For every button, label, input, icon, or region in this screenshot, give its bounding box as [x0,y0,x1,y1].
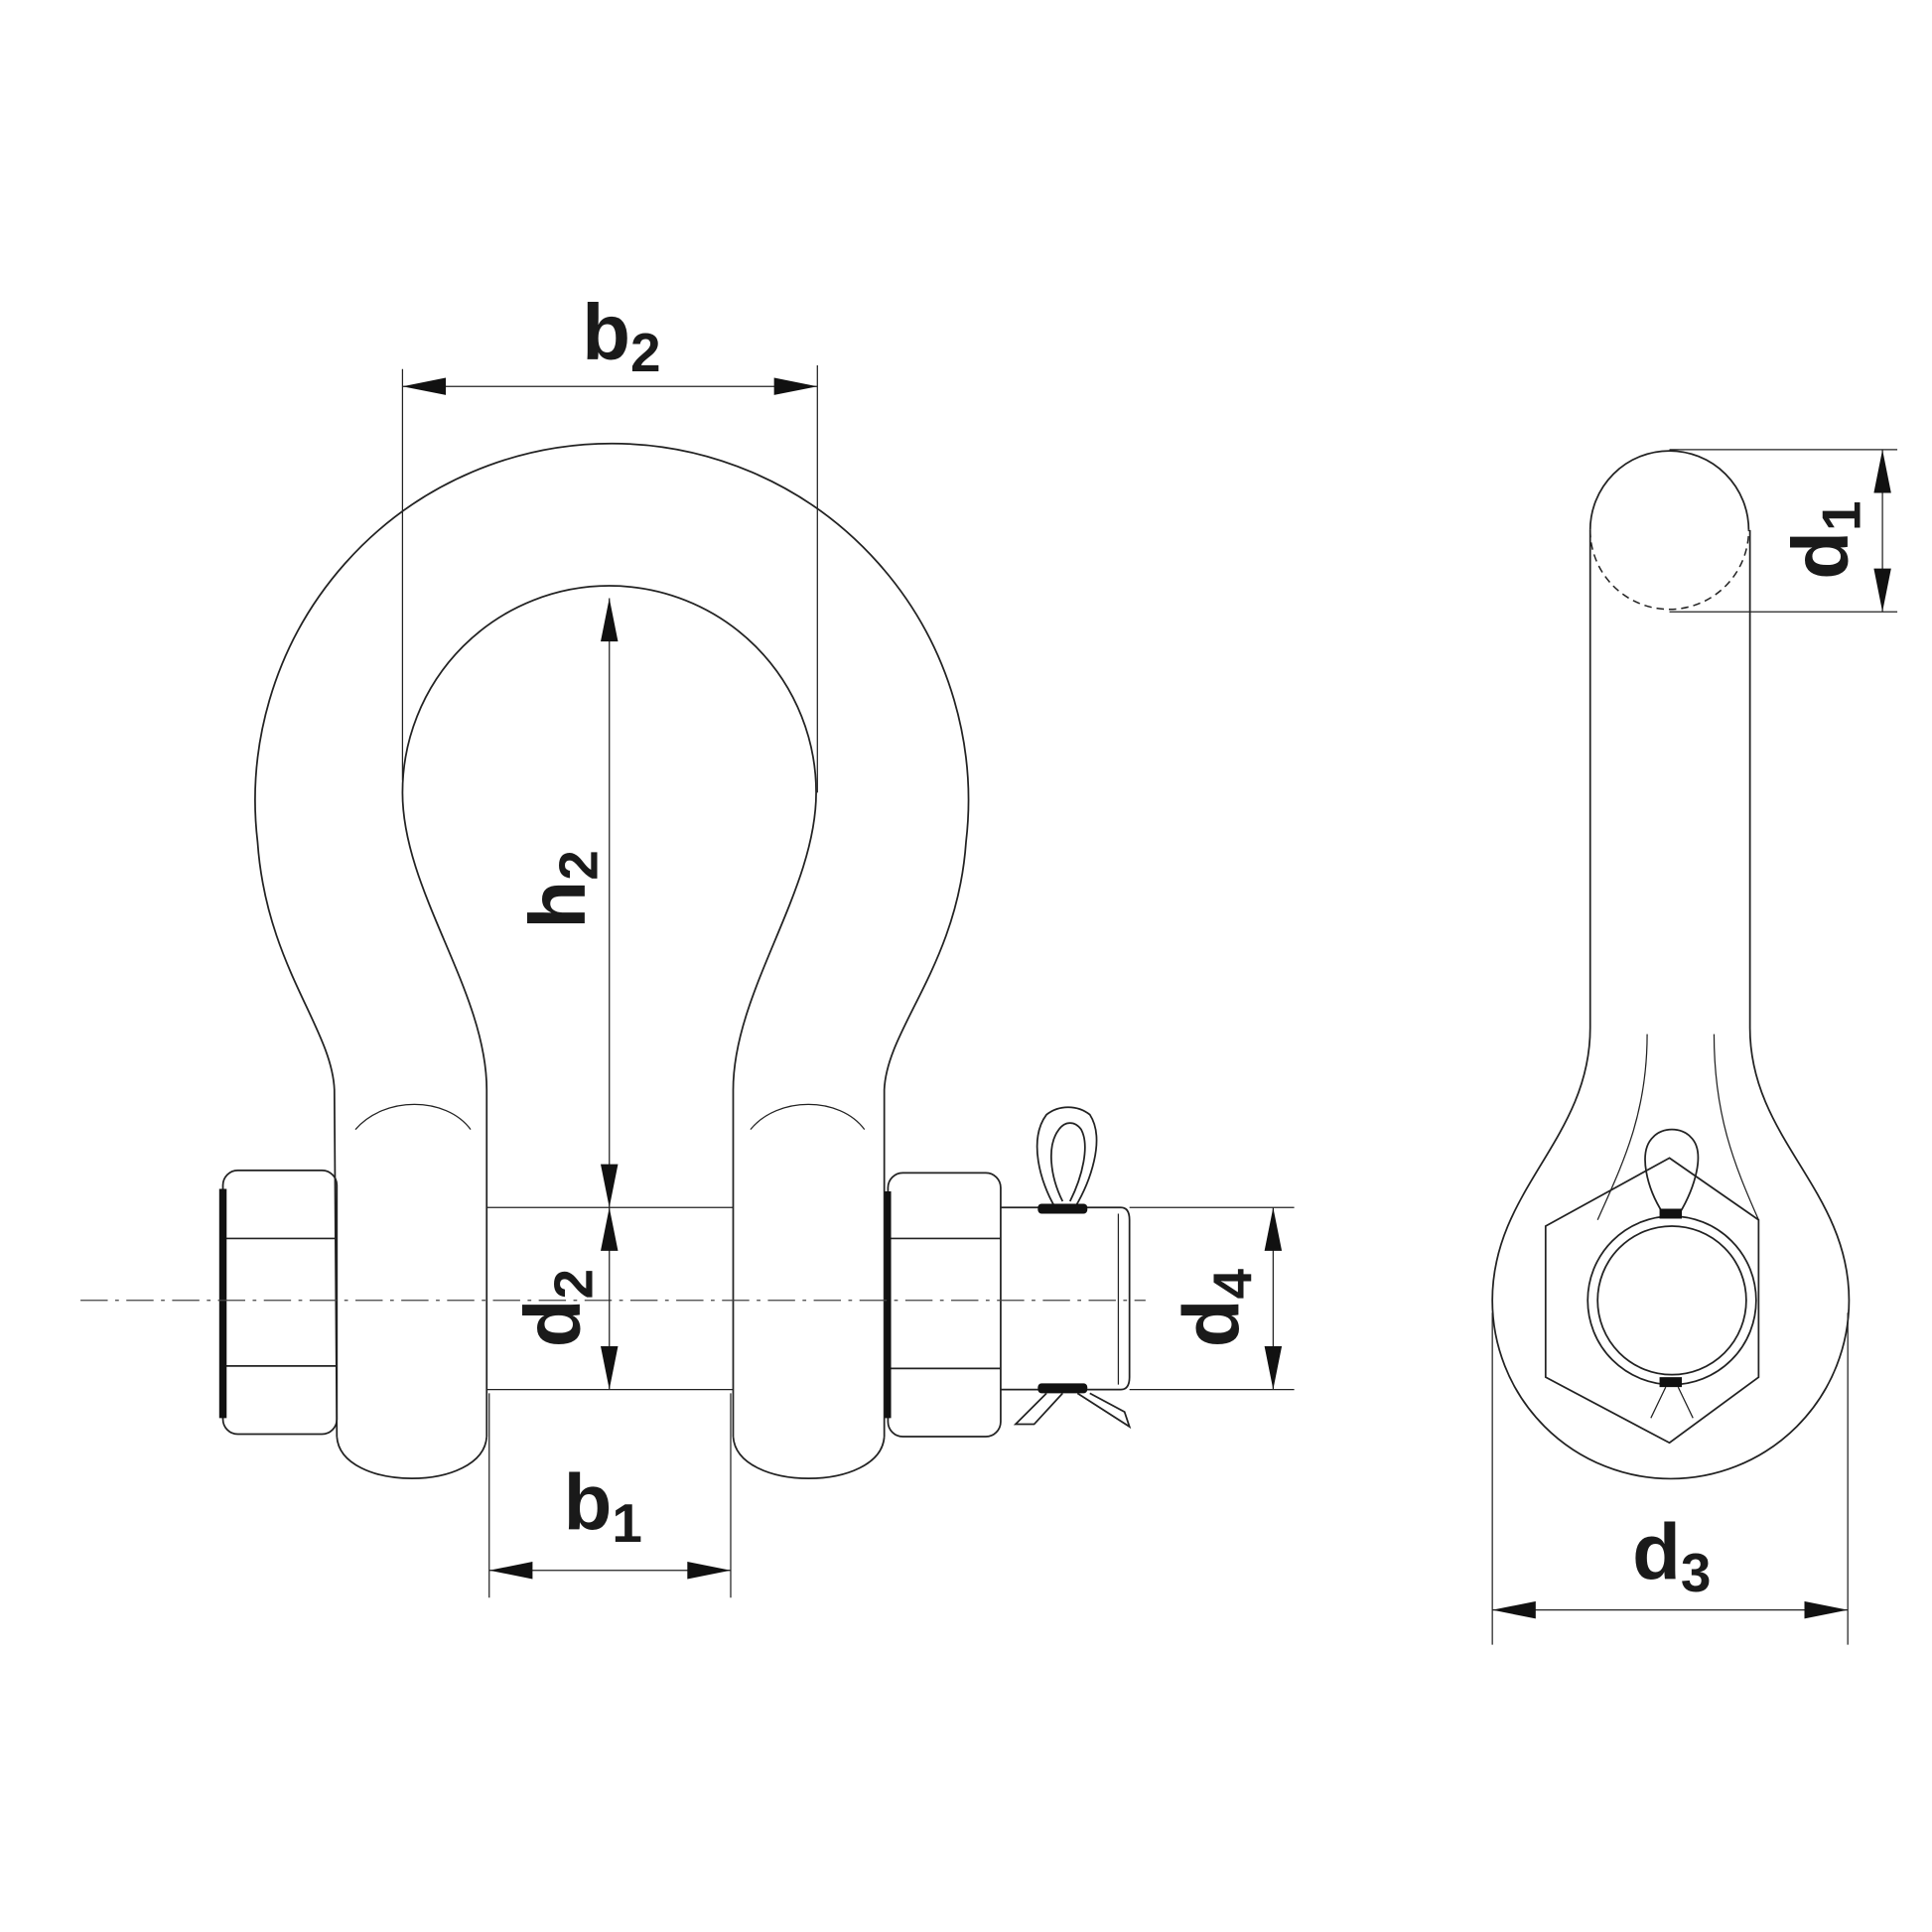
pin-head [218,1169,339,1436]
svg-text:d1: d1 [1776,501,1871,580]
side-body [1491,529,1851,1480]
svg-text:d2: d2 [508,1269,604,1347]
dimension-b1: b1 [488,1393,732,1598]
bow-inner [401,585,817,1438]
cotter-pin [1013,1106,1132,1430]
svg-text:h2: h2 [513,850,609,928]
dimension-d4: d4 [1129,1206,1295,1391]
shackle-side-view [1491,450,1851,1480]
dimension-d2: d2 [508,1207,619,1390]
dimension-b2: b2 [401,288,818,793]
svg-text:d4: d4 [1167,1268,1262,1347]
dimension-h2: h2 [513,598,619,1208]
svg-text:b1: b1 [564,1458,642,1554]
bow-outer [254,442,970,1438]
hex-nut [1544,1157,1760,1445]
right-eye-bottom [732,1436,886,1479]
shackle-front-view [80,442,1146,1479]
dimension-d3: d3 [1491,1312,1849,1645]
dimension-d1: d1 [1669,449,1898,613]
nut [885,1172,1002,1438]
svg-text:d3: d3 [1632,1507,1711,1602]
pin-end [1000,1206,1131,1391]
left-eye-bottom [336,1436,488,1479]
svg-text:b2: b2 [582,288,660,383]
